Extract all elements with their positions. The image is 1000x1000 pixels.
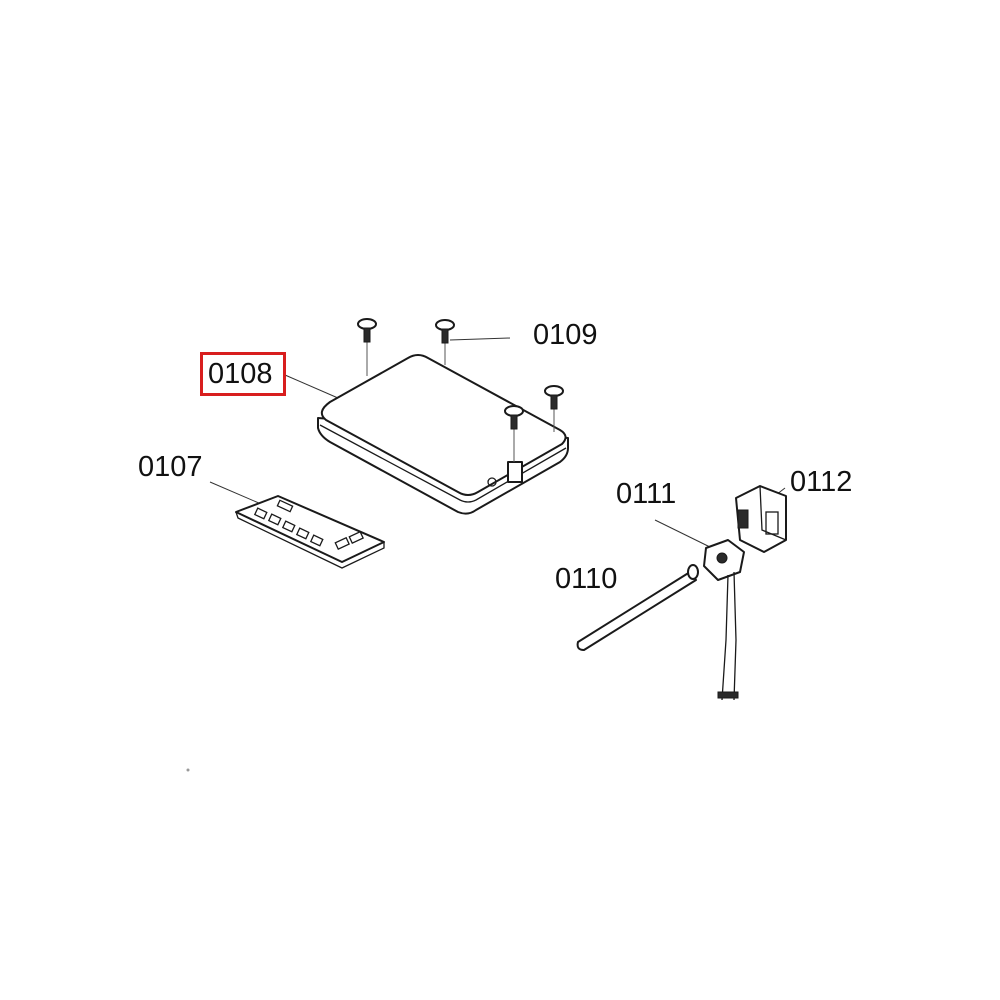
part-0109-screws	[357, 318, 564, 462]
stray-mark	[186, 768, 190, 772]
highlight-box-0108	[200, 352, 286, 396]
cover-latch	[507, 461, 523, 483]
screw-4	[504, 405, 524, 462]
label-0111[interactable]: 0111	[616, 478, 677, 510]
socket-depth	[759, 485, 787, 541]
socket-slot-1	[737, 509, 749, 529]
cover-edge	[319, 424, 567, 503]
screw-2	[435, 319, 455, 365]
leader-0109	[449, 337, 511, 341]
label-0108[interactable]: 0108	[208, 358, 273, 390]
cable-connector	[717, 691, 739, 699]
sensor-knob	[716, 552, 728, 564]
part-0108-cover	[317, 354, 569, 515]
screw-1	[357, 318, 377, 376]
sensor-cable-1	[721, 574, 729, 701]
cover-top	[320, 354, 567, 496]
board-edge	[235, 511, 385, 569]
part-0107-board	[235, 495, 385, 569]
cover-screw-hole	[487, 477, 497, 487]
socket-slot-2	[765, 511, 779, 535]
leader-0111	[654, 519, 713, 549]
leader-0108	[284, 374, 339, 399]
label-0110[interactable]: 0110	[555, 563, 618, 595]
label-0107[interactable]: 0107	[138, 451, 203, 483]
part-0112-socket	[735, 485, 787, 553]
rod-body	[576, 571, 697, 651]
rod-end	[687, 564, 699, 580]
part-0111-sensor	[703, 539, 745, 701]
screw-3	[544, 385, 564, 432]
sensor-cable-2	[733, 571, 737, 701]
label-0109[interactable]: 0109	[533, 319, 598, 351]
board-buttons	[253, 499, 364, 551]
label-0112[interactable]: 0112	[790, 466, 853, 498]
part-0110-rod	[576, 564, 699, 651]
